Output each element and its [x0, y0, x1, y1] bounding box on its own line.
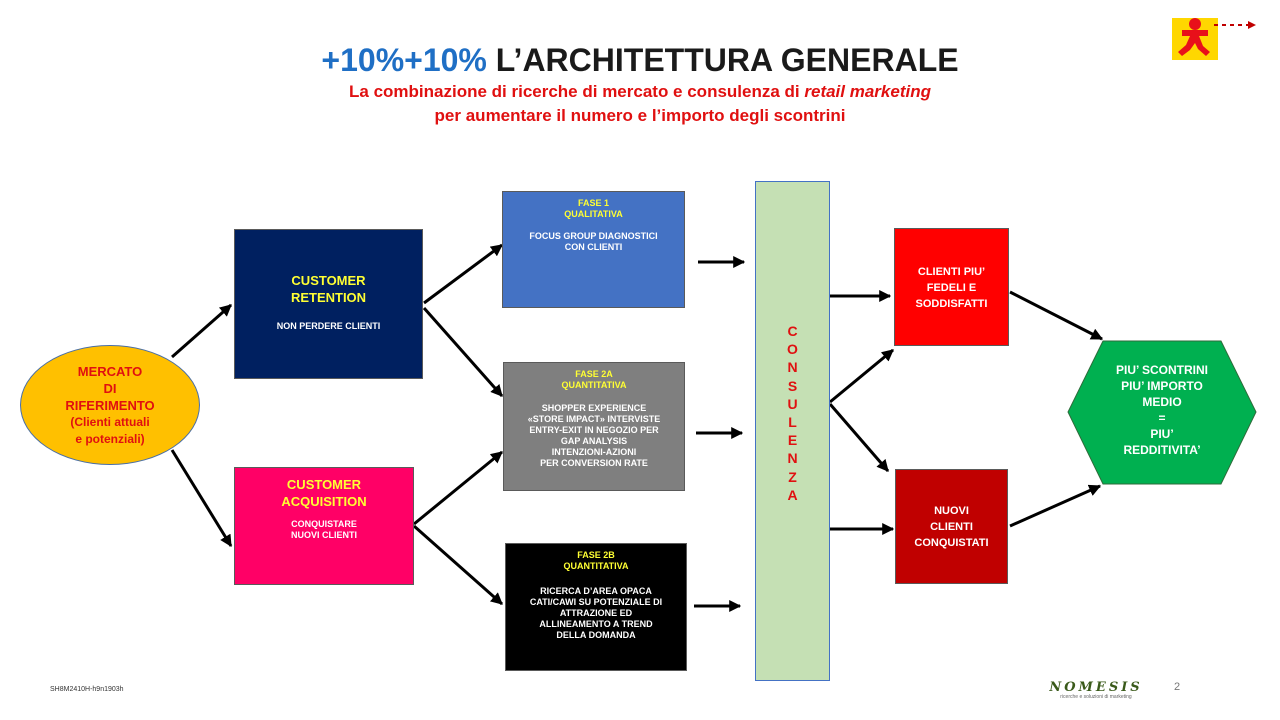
mercato-node: MERCATO DI RIFERIMENTO (Clienti attuali …: [20, 345, 200, 465]
fase-2a-box: FASE 2A QUANTITATIVA SHOPPER EXPERIENCE …: [503, 362, 685, 491]
consulenza-letter: U: [787, 395, 798, 412]
subtitle-text: La combinazione di ricerche di mercato e…: [349, 82, 805, 101]
consulenza-letter: C: [787, 323, 798, 339]
result-hexagon: PIU’ SCONTRINI PIU’ IMPORTO MEDIO = PIU’…: [1067, 340, 1257, 485]
fase-2a-body-5: INTENZIONI-AZIONI: [551, 447, 637, 457]
fase-2b-type: QUANTITATIVA: [563, 561, 629, 571]
nuovi-line-3: CONQUISTATI: [914, 537, 989, 549]
consulenza-letter: A: [787, 486, 798, 503]
fase-2b-box: FASE 2B QUANTITATIVA RICERCA D’AREA OPAC…: [505, 543, 687, 671]
page-title: +10%+10% L’ARCHITETTURA GENERALE: [0, 42, 1280, 79]
consulenza-letter: N: [787, 450, 798, 467]
fase-2a-body-1: SHOPPER EXPERIENCE: [541, 403, 647, 413]
consulenza-letter: L: [788, 414, 797, 431]
footer-code: SH8M2410H-h9n1903h: [50, 686, 124, 693]
result-line-5: PIU’: [1150, 427, 1174, 441]
fase-2b-body-3: ATTRAZIONE ED: [559, 608, 633, 618]
nomesis-logo: NOMESIS ricerche e soluzioni di marketin…: [1046, 680, 1146, 700]
fase-2b-body-2: CATI/CAWI SU POTENZIALE DI: [529, 597, 663, 607]
fase-1-body-1: FOCUS GROUP DIAGNOSTICI: [529, 231, 658, 241]
result-line-3: MEDIO: [1142, 395, 1182, 409]
retention-title-1: CUSTOMER: [291, 273, 366, 288]
title-accent: +10%+10%: [321, 42, 487, 78]
result-line-1: PIU’ SCONTRINI: [1115, 363, 1208, 377]
mercato-line-4: (Clienti attuali: [70, 414, 150, 429]
result-line-4: =: [1158, 411, 1166, 425]
fase-2a-heading: FASE 2A: [575, 369, 613, 379]
consulenza-letter: N: [787, 359, 798, 376]
running-man-logo-icon: [1168, 12, 1258, 62]
fase-2b-body-1: RICERCA D’AREA OPACA: [540, 586, 652, 596]
clienti-fedeli-box: CLIENTI PIU’ FEDELI E SODDISFATTI: [894, 228, 1009, 346]
fase-1-heading: FASE 1: [577, 198, 609, 208]
page-number: 2: [1174, 681, 1181, 693]
mercato-line-5: e potenziali): [75, 431, 145, 446]
fase-2b-heading: FASE 2B: [577, 550, 615, 560]
logo-text: NOMESIS: [1049, 680, 1143, 695]
fase-1-type: QUALITATIVA: [564, 209, 623, 219]
subtitle-line-2: per aumentare il numero e l’importo degl…: [434, 106, 846, 125]
fase-2a-type: QUANTITATIVA: [561, 380, 627, 390]
acquisition-sub-1: CONQUISTARE: [291, 519, 357, 529]
logo-tagline: ricerche e soluzioni di marketing: [1060, 694, 1132, 700]
consulenza-letter: O: [787, 341, 798, 358]
fase-2b-body-4: ALLINEAMENTO A TREND: [539, 619, 653, 629]
fase-1-body-2: CON CLIENTI: [564, 242, 623, 252]
mercato-line-1: MERCATO: [77, 363, 143, 379]
title-main: L’ARCHITETTURA GENERALE: [486, 42, 959, 78]
mercato-line-2: DI: [103, 380, 117, 396]
fedeli-line-2: FEDELI E: [926, 282, 977, 294]
customer-acquisition-box: CUSTOMER ACQUISITION CONQUISTARE NUOVI C…: [234, 467, 414, 585]
fase-2a-body-2: «STORE IMPACT» INTERVISTE: [527, 414, 661, 424]
acquisition-title-2: ACQUISITION: [281, 494, 367, 509]
nuovi-line-1: NUOVI: [934, 505, 969, 517]
nuovi-clienti-box: NUOVI CLIENTI CONQUISTATI: [895, 469, 1008, 584]
consulenza-letter: S: [787, 377, 798, 394]
mercato-line-3: RIFERIMENTO: [65, 397, 155, 413]
nuovi-line-2: CLIENTI: [930, 521, 973, 533]
consulenza-letter: Z: [788, 468, 797, 485]
consulenza-bar: C O N S U L E N Z A: [755, 181, 830, 681]
fase-2a-body-4: GAP ANALYSIS: [560, 436, 628, 446]
fase-2a-body-6: PER CONVERSION RATE: [540, 458, 648, 468]
result-line-6: REDDITIVITA’: [1123, 443, 1201, 457]
retention-sub: NON PERDERE CLIENTI: [276, 321, 381, 331]
acquisition-sub-2: NUOVI CLIENTI: [290, 530, 357, 540]
retention-title-2: RETENTION: [290, 290, 367, 305]
fase-2a-body-3: ENTRY-EXIT IN NEGOZIO PER: [529, 425, 659, 435]
consulenza-letter: E: [787, 432, 798, 449]
fase-2b-body-5: DELLA DOMANDA: [556, 630, 636, 640]
fedeli-line-1: CLIENTI PIU’: [917, 266, 986, 278]
subtitle-emphasis: retail marketing: [804, 82, 931, 101]
result-line-2: PIU’ IMPORTO: [1121, 379, 1203, 393]
customer-retention-box: CUSTOMER RETENTION NON PERDERE CLIENTI: [234, 229, 423, 379]
subtitle-line-1: La combinazione di ricerche di mercato e…: [0, 82, 1280, 102]
acquisition-title-1: CUSTOMER: [286, 477, 362, 492]
fedeli-line-3: SODDISFATTI: [915, 298, 988, 310]
fase-1-box: FASE 1 QUALITATIVA FOCUS GROUP DIAGNOSTI…: [502, 191, 685, 308]
